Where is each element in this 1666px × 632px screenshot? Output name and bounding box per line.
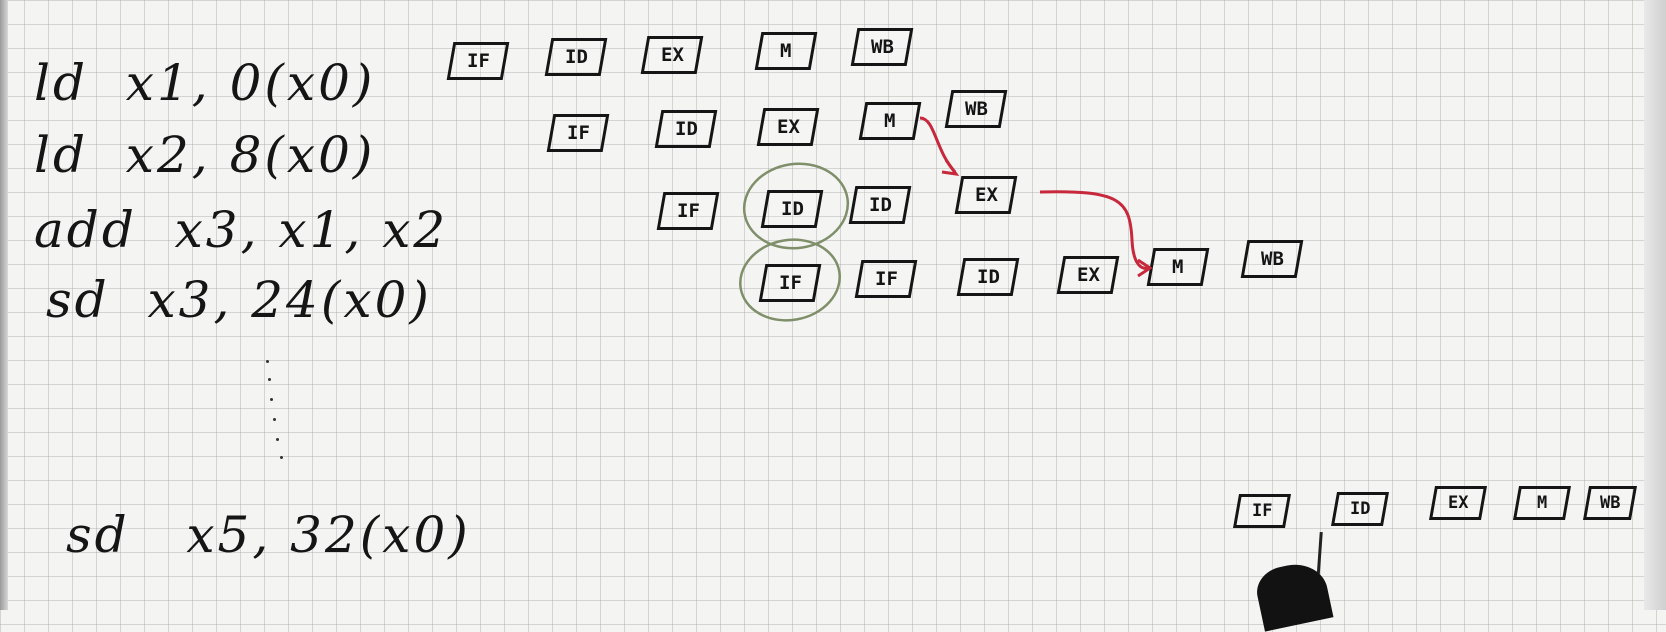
- stall-circle-if: [739, 238, 841, 322]
- annotation-overlay: [739, 116, 1153, 322]
- stall-circle-id: [742, 162, 850, 250]
- instruction-sd-x5: sd x5, 32(x0): [66, 506, 471, 564]
- forward-arrow-m-to-ex-head: [941, 159, 960, 176]
- paper-left-edge: [0, 0, 8, 610]
- forward-arrow-ex-to-m-head: [1137, 258, 1153, 278]
- forward-arrow-ex-to-m: [1039, 190, 1149, 270]
- instruction-ld-x2: ld x2, 8(x0): [34, 126, 376, 184]
- instruction-add-x3: add x3, x1, x2: [34, 201, 449, 259]
- paper-right-edge: [1644, 0, 1666, 610]
- instruction-ld-x1: ld x1, 0(x0): [34, 54, 376, 112]
- ellipsis-dots: [264, 360, 294, 460]
- instruction-sd-x3: sd x3, 24(x0): [46, 271, 432, 329]
